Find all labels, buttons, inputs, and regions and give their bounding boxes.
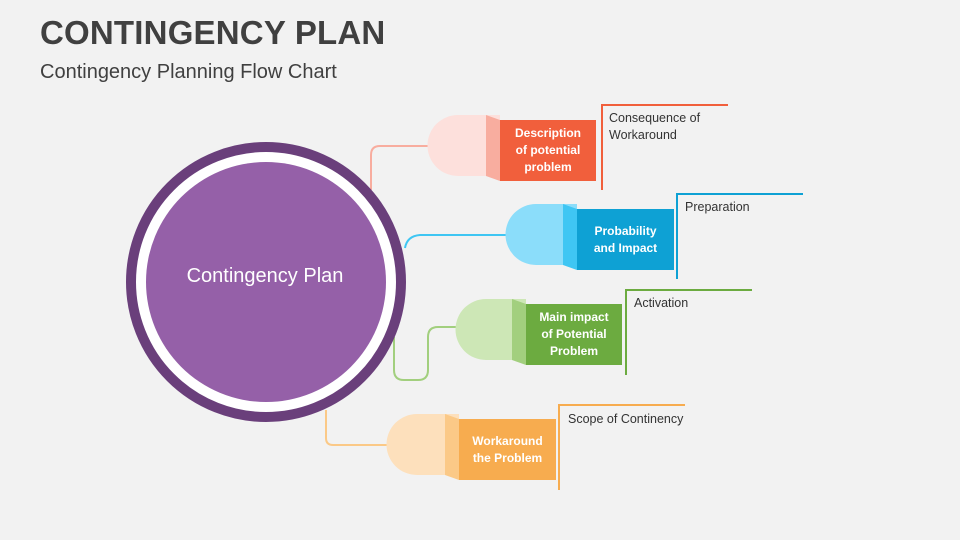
item-2-label: Probability and Impact — [593, 223, 658, 255]
connector-3 — [393, 326, 457, 381]
item-3-label: Main impact of Potential Problem — [539, 310, 609, 358]
item-4-note: Scope of Continency — [568, 412, 684, 426]
page-subtitle: Contingency Planning Flow Chart — [40, 61, 337, 83]
center-label: Contingency Plan — [186, 265, 344, 287]
item-2-shape — [505, 193, 803, 279]
item-4-label: Workaround the Problem — [472, 433, 543, 465]
item-4-fold — [445, 414, 459, 480]
item-2-fold — [563, 204, 577, 270]
item-3-fold — [512, 299, 526, 365]
item-4-note-line — [558, 404, 685, 490]
item-1-box — [500, 120, 596, 181]
item-4-shape — [386, 404, 685, 490]
connector-4 — [325, 410, 388, 446]
item-1-pill — [427, 115, 500, 176]
item-3-pill — [455, 299, 526, 360]
item-1-fold — [486, 115, 500, 181]
item-2-note-line — [676, 193, 803, 279]
item-1-note: Consequence of Workaround — [609, 111, 701, 142]
item-1-shape — [427, 104, 728, 190]
center-circle — [146, 162, 386, 402]
item-3-note: Activation — [634, 296, 689, 310]
page-title: CONTINGENCY PLAN — [40, 14, 386, 51]
item-2-pill — [505, 204, 577, 265]
item-1-note-line — [601, 104, 728, 190]
connector-1 — [370, 145, 432, 190]
item-3-shape — [455, 289, 752, 375]
item-4-box — [459, 419, 556, 480]
item-3-box — [526, 304, 622, 365]
item-4-pill — [386, 414, 459, 475]
item-2-note: Preparation — [685, 200, 750, 214]
connector-2 — [404, 234, 507, 249]
item-2-box — [577, 209, 674, 270]
item-3-note-line — [625, 289, 752, 375]
item-1-label: Description of potential problem — [514, 126, 581, 174]
